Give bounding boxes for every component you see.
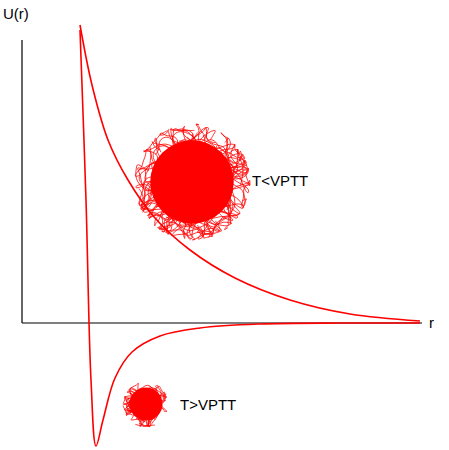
coil-strand — [167, 148, 196, 194]
state-label: T<VPTT — [252, 173, 308, 190]
coil-strand — [162, 187, 181, 234]
y-axis — [21, 40, 22, 323]
coil-strand — [180, 134, 193, 205]
coil-strand — [150, 409, 158, 426]
axis-label: r — [429, 315, 434, 332]
coil-strand — [134, 387, 157, 404]
potential-curves — [80, 25, 420, 446]
coil-strand — [141, 175, 184, 211]
coil-strand — [127, 391, 139, 398]
coil-strand — [127, 402, 144, 415]
coil-strand — [129, 404, 154, 419]
polymer-coils — [123, 124, 250, 426]
coil-strand — [166, 212, 186, 238]
coil-strand — [148, 167, 186, 213]
coil-strand — [219, 168, 244, 210]
coil-strand — [139, 160, 168, 205]
coil-strand — [177, 137, 208, 185]
coil-strand — [160, 129, 203, 154]
coil-strand — [142, 180, 165, 210]
coil-strand — [216, 146, 248, 190]
coil-strand — [127, 403, 151, 415]
coil-strand — [148, 212, 181, 227]
coil-strand — [207, 195, 229, 226]
well-curve — [80, 30, 420, 446]
coil-strand — [194, 133, 235, 155]
coil-strand — [183, 204, 219, 232]
axis-label: U(r) — [3, 6, 29, 23]
expanded-coil — [135, 124, 250, 240]
coil-strand — [193, 190, 225, 218]
coil-strand — [223, 144, 242, 176]
coil-strand — [157, 392, 167, 412]
state-label: T>VPTT — [180, 397, 236, 414]
collapsed-coil — [123, 383, 167, 426]
coil-strand — [139, 417, 149, 427]
repulsive-curve — [80, 25, 420, 321]
coil-strand — [168, 159, 227, 187]
